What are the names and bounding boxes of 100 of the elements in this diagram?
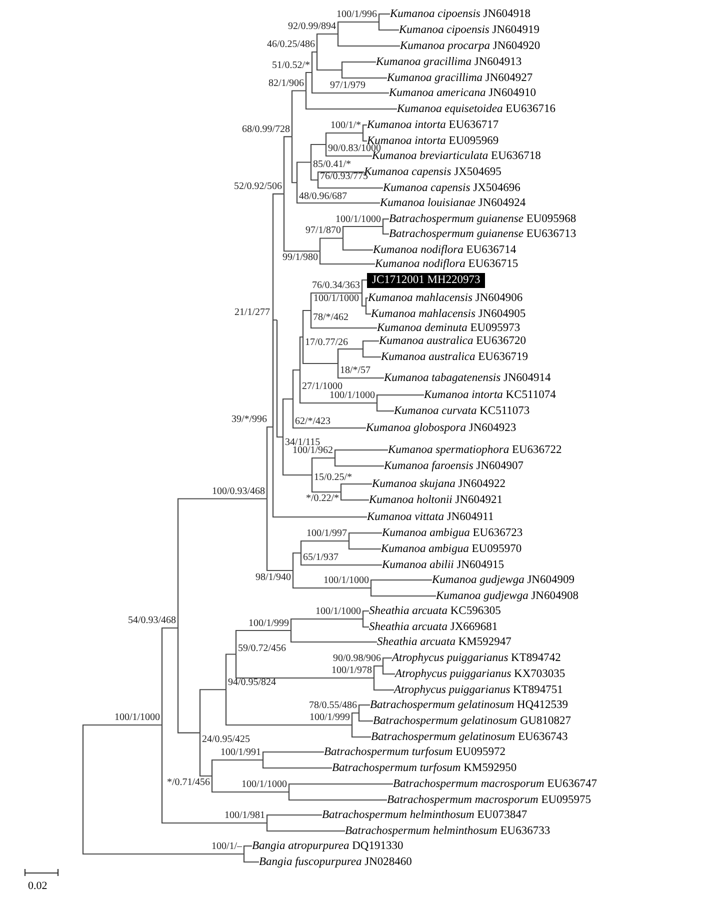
taxon-label: Kumanoa cipoensis JN604918 [390, 7, 531, 21]
tree-branch [311, 457, 335, 475]
taxon-label: Batrachospermum helminthosum EU636733 [345, 824, 550, 838]
support-value: 68/0.99/728 [242, 124, 290, 135]
support-value: */0.22/* [306, 494, 339, 504]
tree-branch [382, 657, 392, 666]
taxon-label: Atrophycus puiggarianus KT894742 [392, 651, 561, 665]
taxon-label: Kumanoa intorta EU636717 [367, 118, 499, 132]
tree-branch [235, 654, 374, 679]
scale-label: 0.02 [28, 880, 48, 892]
taxon-label: Kumanoa deminuta EU095973 [377, 321, 520, 335]
tree-branch [161, 627, 178, 725]
support-value: 100/1/981 [224, 811, 265, 821]
tree-branch [373, 665, 383, 678]
tree-branch [378, 13, 390, 22]
tree-branch [305, 72, 312, 91]
taxon-label: Kumanoa gudjewga JN604908 [436, 589, 578, 603]
tree-branch [291, 136, 297, 184]
tree-branch [161, 725, 267, 824]
taxon-label: Batrachospermum gelatinosum GU810827 [373, 714, 572, 728]
support-value: 62/*/423 [295, 417, 331, 427]
tree-branch [302, 310, 311, 337]
tree-branch [266, 426, 273, 499]
tree-branch [325, 132, 363, 144]
tree-branch [311, 51, 317, 72]
tree-branch [319, 251, 375, 265]
tree-branch [365, 297, 368, 306]
tree-branch [342, 238, 373, 251]
highlighted-taxon-label: JC1712001 MH220973 [367, 272, 486, 288]
support-value: 98/1/940 [255, 572, 291, 582]
tree-branch [211, 776, 289, 793]
tree-branch [276, 320, 283, 438]
tree-branch [310, 162, 318, 181]
support-value: 54/0.93/468 [128, 616, 176, 626]
tree-branch [177, 498, 267, 628]
support-value: 46/0.25/486 [266, 40, 315, 50]
tree-branch [337, 21, 379, 34]
support-value: 100/1/1000 [315, 607, 361, 617]
tree-branch [310, 144, 326, 162]
support-value: 21/1/277 [234, 308, 270, 318]
taxon-label: Batrachospermum turfosum KM592950 [332, 761, 517, 775]
tree-branch [272, 319, 277, 427]
tree-branch [291, 90, 306, 137]
tree-branch [296, 182, 380, 204]
taxon-label: Kumanoa gracillima JN604913 [376, 55, 522, 69]
tree-branch [337, 364, 384, 379]
tree-branch [288, 792, 387, 801]
tree-branch [235, 630, 291, 654]
tree-branch [341, 70, 387, 79]
taxon-label: Atrophycus puiggarianus KX703035 [395, 667, 566, 681]
support-value: 100/1/1000 [313, 294, 359, 304]
taxon-label: Kumanoa gudjewga JN604909 [432, 573, 574, 587]
taxon-label: Batrachospermum guianense EU636713 [389, 227, 576, 241]
taxon-label: Kumanoa faroensis JN604907 [384, 459, 524, 473]
support-value: 100/1/962 [292, 446, 333, 456]
tree-branch [325, 144, 372, 157]
tree-branch [211, 759, 263, 776]
support-value: 99/1/980 [282, 253, 318, 264]
tree-branch [341, 61, 376, 70]
support-value: 100/1/1000 [329, 391, 375, 401]
taxon-label: Bangia atropurpurea DQ191330 [252, 839, 404, 853]
support-value: 78/*/462 [313, 312, 349, 322]
support-value: 52/0.92/506 [234, 182, 282, 192]
tree-branch [382, 218, 389, 226]
tree-branch [292, 369, 300, 399]
tree-branch [340, 483, 372, 492]
taxon-label: Kumanoa mahlacensis JN604906 [368, 291, 523, 305]
tree-branch [283, 194, 320, 252]
taxon-label: Kumanoa mahlacensis JN604905 [371, 307, 526, 321]
taxon-label: Kumanoa abilii JN604915 [382, 558, 504, 572]
tree-branch [316, 33, 338, 52]
tree-branch [243, 854, 259, 863]
support-value: 15/0.25/* [314, 473, 352, 483]
tree-branch [337, 34, 400, 47]
tree-branch [302, 337, 338, 364]
tree-branch [177, 628, 200, 734]
support-value: 78/0.55/486 [308, 701, 357, 711]
support-value: 90/0.98/906 [332, 654, 381, 664]
support-value: 65/1/937 [303, 553, 339, 563]
support-value: 51/0.52/* [272, 60, 310, 70]
tree-branch [243, 845, 252, 854]
support-value: 39/*/996 [231, 415, 267, 425]
support-value: 27/1/1000 [302, 382, 343, 392]
tree-branch [370, 588, 436, 597]
tree-branch [376, 403, 394, 412]
tree-branch [337, 348, 381, 364]
tree-branch [282, 398, 293, 437]
tree-branch [365, 306, 371, 315]
tree-branch [290, 618, 363, 630]
tree-branch [300, 553, 382, 566]
support-value: 17/0.77/26 [305, 338, 348, 348]
tree-branch [340, 492, 369, 501]
tree-branch [351, 725, 371, 738]
tree-branch [290, 630, 377, 643]
tree-branch [348, 541, 381, 550]
tree-branch [305, 90, 397, 110]
support-value: 100/1/996 [336, 10, 377, 20]
taxon-label: Batrachospermum helminthosum EU073847 [322, 808, 528, 822]
taxon-label: Kumanoa australica EU636720 [379, 334, 526, 348]
support-value: 100/1/* [330, 121, 361, 131]
